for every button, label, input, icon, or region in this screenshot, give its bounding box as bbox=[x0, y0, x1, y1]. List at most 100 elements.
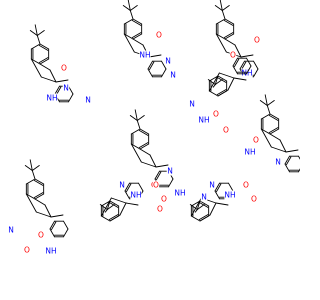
atom-label: N bbox=[209, 181, 215, 190]
atom-label-bg bbox=[60, 63, 68, 73]
bond bbox=[30, 58, 42, 78]
bond bbox=[50, 214, 64, 218]
bond bbox=[40, 76, 57, 83]
tert-butyl-methyl bbox=[219, 0, 223, 11]
atom-label-bg bbox=[274, 157, 282, 167]
bond bbox=[279, 139, 287, 153]
bond bbox=[68, 93, 74, 103]
bond bbox=[140, 161, 157, 168]
bond bbox=[168, 178, 174, 188]
atom-label-bg bbox=[212, 109, 220, 119]
tert-butyl-bond bbox=[136, 119, 141, 130]
tert-butyl-methyl bbox=[24, 164, 33, 171]
atom-label: N bbox=[170, 71, 176, 80]
bond bbox=[110, 197, 127, 204]
tert-butyl-methyl bbox=[207, 79, 216, 86]
tert-butyl-methyl bbox=[134, 109, 138, 121]
bond bbox=[139, 143, 150, 150]
bond bbox=[63, 220, 69, 230]
bond bbox=[155, 164, 169, 168]
bond bbox=[138, 182, 144, 192]
bond bbox=[190, 200, 201, 207]
tert-butyl-methyl bbox=[266, 99, 275, 106]
atom-label-bg bbox=[252, 135, 260, 145]
bond-double bbox=[38, 57, 49, 64]
tert-butyl-methyl bbox=[214, 79, 223, 86]
bond-double bbox=[138, 129, 149, 136]
atom-label-bg bbox=[200, 192, 208, 202]
atom-label: O bbox=[213, 110, 219, 119]
bond bbox=[246, 57, 252, 67]
atom-label: O bbox=[230, 51, 236, 60]
atom-label-bg bbox=[250, 194, 258, 204]
atom-label-bg bbox=[244, 147, 256, 157]
bond-double bbox=[223, 32, 234, 39]
molecule-grid-canvas: ONNHNONHNNOONHONONHNNHOOONHNNOONHNNHOONN… bbox=[7, 0, 300, 256]
atom-label: NH bbox=[139, 51, 150, 60]
atom-label: O bbox=[223, 126, 229, 135]
atom-label: N bbox=[119, 181, 125, 190]
bond bbox=[39, 43, 50, 50]
tert-butyl-methyl bbox=[104, 209, 108, 213]
tert-butyl-methyl bbox=[129, 114, 138, 121]
bond bbox=[232, 65, 238, 75]
bond bbox=[253, 68, 259, 78]
bond bbox=[109, 200, 120, 207]
bond bbox=[34, 198, 46, 206]
atom-label-bg bbox=[155, 30, 163, 40]
bond-double bbox=[131, 32, 142, 39]
tert-butyl-bond bbox=[129, 9, 134, 20]
tert-butyl-methyl bbox=[31, 164, 40, 171]
bond-double bbox=[50, 221, 57, 231]
atom-label: O bbox=[253, 136, 259, 145]
atom-label: N bbox=[165, 57, 171, 66]
bond bbox=[224, 18, 235, 25]
bond bbox=[161, 68, 167, 78]
atom-label-bg bbox=[139, 50, 151, 60]
bond bbox=[228, 182, 234, 192]
atom-label-bg bbox=[253, 35, 261, 45]
bond bbox=[233, 77, 247, 81]
bond bbox=[260, 128, 272, 148]
atom-label-bg bbox=[118, 180, 126, 190]
bond bbox=[25, 193, 37, 213]
bond bbox=[130, 143, 142, 163]
tert-butyl-bond bbox=[266, 104, 271, 115]
tert-butyl-methyl bbox=[259, 99, 268, 106]
atom-label: NH bbox=[130, 191, 141, 200]
bond bbox=[109, 214, 121, 222]
atom-label: O bbox=[24, 246, 30, 255]
bond bbox=[208, 75, 219, 82]
tert-butyl-bond bbox=[214, 75, 219, 86]
bond bbox=[139, 148, 151, 156]
bond bbox=[298, 155, 300, 160]
tert-butyl-methyl bbox=[136, 114, 145, 121]
bond bbox=[35, 211, 52, 218]
bond bbox=[63, 228, 69, 238]
bond bbox=[284, 155, 290, 165]
bond-double bbox=[285, 156, 292, 166]
tert-butyl-methyl bbox=[36, 30, 45, 36]
bond-double bbox=[148, 61, 155, 71]
atom-label: O bbox=[38, 231, 44, 240]
bond-double bbox=[268, 114, 279, 121]
bond bbox=[232, 57, 238, 67]
atom-label: N bbox=[85, 96, 91, 105]
bond bbox=[132, 18, 143, 25]
bond bbox=[30, 43, 41, 50]
bond-double bbox=[108, 214, 119, 221]
bond bbox=[130, 128, 141, 135]
atom-label-bg bbox=[7, 225, 15, 235]
bond bbox=[224, 33, 235, 40]
tert-butyl-methyl bbox=[122, 4, 131, 11]
tert-butyl-methyl bbox=[212, 84, 216, 88]
atom-label: N bbox=[63, 84, 69, 93]
tert-butyl-methyl bbox=[29, 30, 38, 36]
atom-label: N bbox=[167, 167, 173, 176]
bond bbox=[124, 182, 130, 192]
